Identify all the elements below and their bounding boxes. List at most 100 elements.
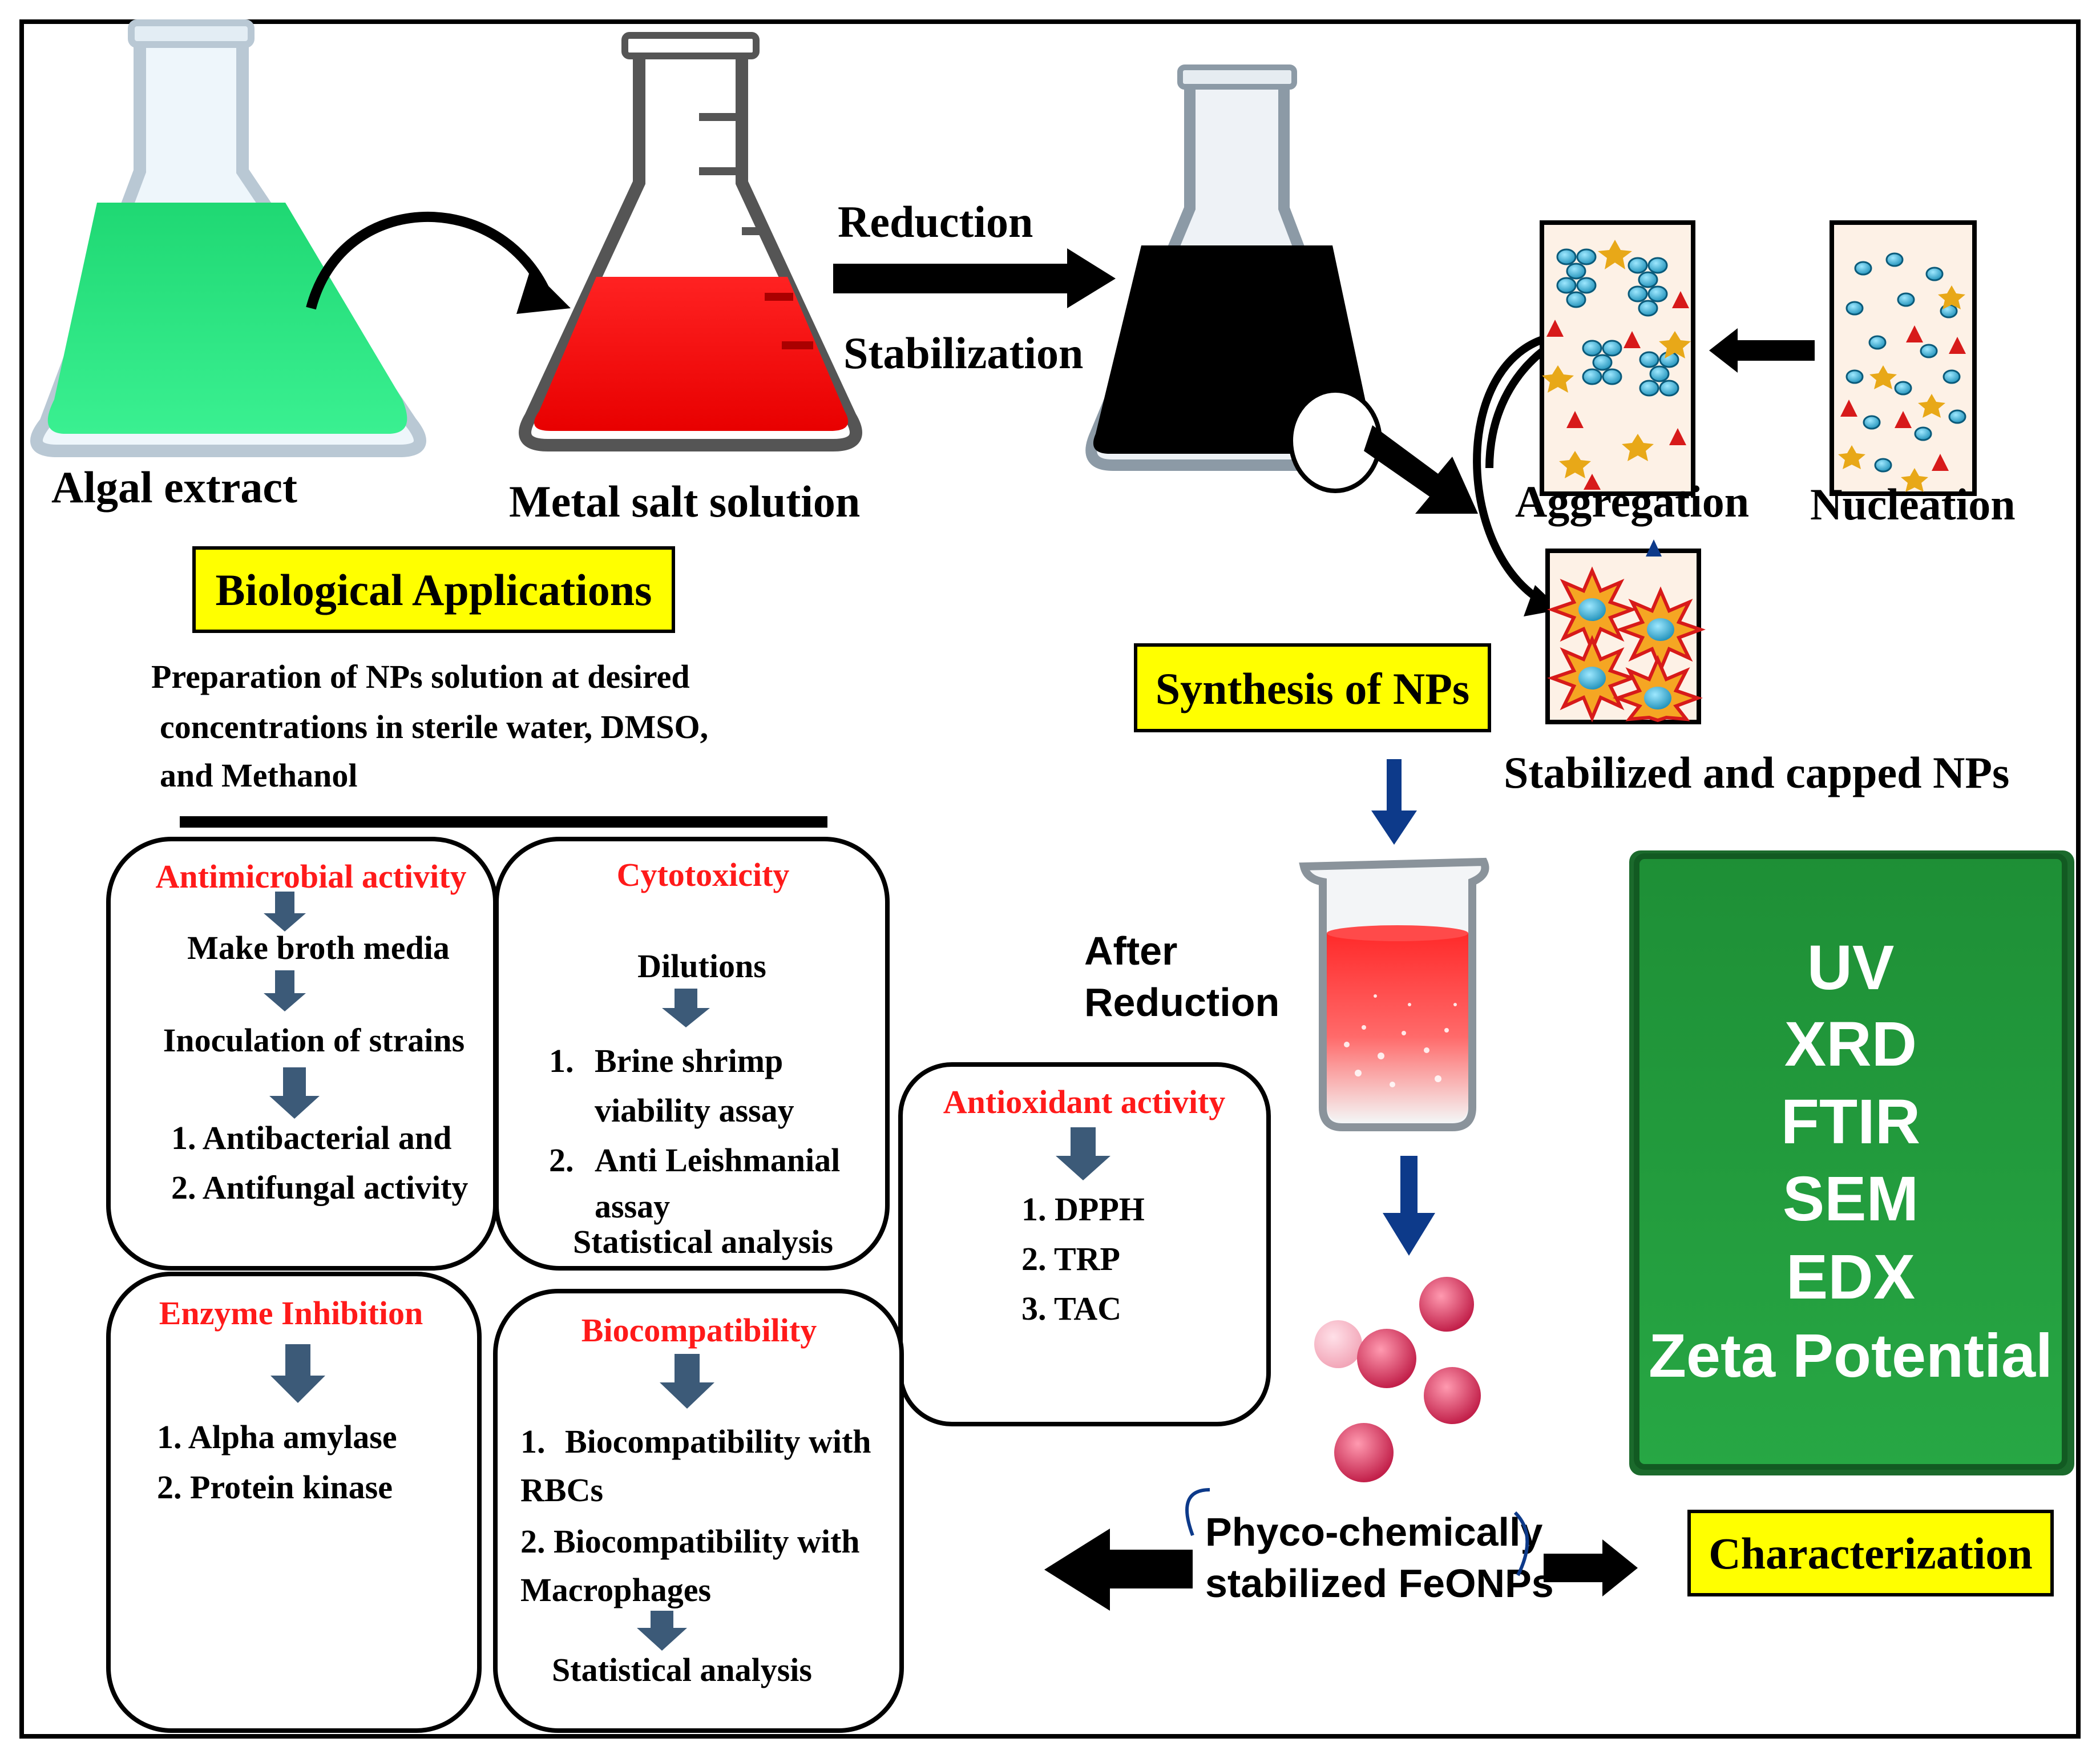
metal-salt-label: Metal salt solution: [509, 477, 860, 526]
cytotoxicity-step-3b: assay: [595, 1188, 670, 1225]
nucleation-arrowhead-icon: [1709, 328, 1738, 373]
cytotoxicity-step-3a: Anti Leishmanial: [595, 1142, 840, 1179]
cytotoxicity-step-4: Statistical analysis: [573, 1223, 833, 1260]
antimicrobial-step-2: Inoculation of strains: [163, 1022, 465, 1059]
down-arrow-shaft-1: [1387, 759, 1402, 816]
antioxidant-title: Antioxidant activity: [943, 1083, 1226, 1120]
techniques-list: UV XRD FTIR SEM EDX Zeta Potential: [1649, 933, 2053, 1390]
preparation-line-1: Preparation of NPs solution at desired: [151, 658, 690, 695]
stabilization-label: Stabilization: [843, 328, 1083, 378]
cytotoxicity-step-2a: Brine shrimp: [595, 1042, 783, 1079]
right-arrowhead-icon: [1602, 1539, 1638, 1596]
beaker-bubbles-icon: [1344, 994, 1457, 1087]
right-arrow-shaft: [1544, 1554, 1606, 1582]
synthesis-label: Synthesis of NPs: [1156, 664, 1469, 713]
biocompatibility-num-1: 1.: [520, 1423, 546, 1460]
biological-applications-label: Biological Applications: [216, 565, 652, 615]
antioxidant-step-2: 2. TRP: [1021, 1240, 1120, 1277]
biological-applications-box: [192, 546, 675, 633]
aggregate-cluster-icon: [1556, 248, 1679, 397]
nucleation-panel: [1830, 220, 1977, 496]
nucleation-stars-icon: [1838, 285, 1965, 492]
biocompatibility-step-2a: 2. Biocompatibility with: [520, 1523, 860, 1560]
beaker-icon: [1299, 857, 1489, 1131]
down-arrowhead-1-icon: [1371, 811, 1417, 845]
antimicrobial-title: Antimicrobial activity: [155, 858, 466, 895]
characterization-label: Characterization: [1709, 1529, 2032, 1578]
cytotoxicity-title: Cytotoxicity: [617, 856, 790, 893]
reduction-label: Reduction: [838, 197, 1033, 247]
phyco-curve-left: [1185, 1488, 1210, 1537]
reduction-arrow-shaft: [833, 264, 1073, 293]
branch-arrow-icon: [1473, 333, 1553, 609]
aggregation-panel: [1540, 220, 1695, 496]
capped-np-icon: [1547, 566, 1706, 723]
antimicrobial-step-4: 2. Antifungal activity: [171, 1169, 468, 1206]
technique-uv: UV: [1807, 933, 1895, 1003]
down-arrowhead-2-icon: [1383, 1213, 1435, 1256]
synthesis-box: [1134, 643, 1491, 732]
zoom-arrow-icon: [1364, 425, 1478, 514]
antimicrobial-step-3: 1. Antibacterial and: [171, 1119, 451, 1156]
biocompatibility-step-1b: RBCs: [520, 1471, 603, 1509]
antioxidant-box: [898, 1062, 1271, 1426]
antimicrobial-step-1: Make broth media: [187, 929, 450, 966]
transfer-arrow-icon: [306, 211, 553, 310]
aggregation-label: Aggregation: [1515, 477, 1749, 526]
zoom-circle-icon: [1289, 388, 1382, 493]
biocompatibility-box: [493, 1289, 904, 1733]
techniques-panel: [1634, 853, 2067, 1470]
enzyme-step-1: 1. Alpha amylase: [157, 1418, 397, 1455]
characterization-box: [1687, 1510, 2054, 1596]
left-arrowhead-icon: [1044, 1529, 1110, 1611]
cytotoxicity-box: [494, 837, 890, 1271]
small-down-arrow-icon: [1646, 539, 1662, 557]
reduction-arrowhead-icon: [1067, 248, 1116, 308]
technique-edx: EDX: [1786, 1242, 1915, 1312]
reduction-after-label: Reduction: [1084, 980, 1279, 1025]
divider-bar: [180, 816, 827, 828]
phyco-curve-right: [1513, 1511, 1529, 1576]
aggregation-triangles-icon: [1546, 291, 1689, 490]
technique-zeta: Zeta Potential: [1649, 1321, 2053, 1390]
biocompatibility-step-1a: Biocompatibility with: [565, 1423, 871, 1460]
nucleation-arrow-shaft: [1735, 340, 1815, 361]
after-label: After: [1084, 929, 1177, 973]
enzyme-arrow-icon: [270, 1344, 325, 1403]
nucleus-particles-icon: [1845, 252, 1966, 473]
phyco-label-2: stabilized FeONPs: [1205, 1561, 1554, 1606]
algal-extract-label: Algal extract: [51, 462, 297, 512]
cytotoxicity-num-1: 1.: [549, 1042, 574, 1079]
cytotoxicity-num-2: 2.: [549, 1142, 574, 1179]
antimicrobial-arrows-icon: [264, 892, 320, 1119]
nucleation-triangles-icon: [1840, 325, 1966, 471]
down-arrow-shaft-2: [1400, 1156, 1418, 1219]
biocompatibility-title: Biocompatibility: [581, 1312, 817, 1349]
stabilized-capped-label: Stabilized and capped NPs: [1504, 748, 2009, 797]
enzyme-step-2: 2. Protein kinase: [157, 1469, 393, 1506]
stabilized-panel: [1545, 539, 1706, 724]
enzyme-box: [106, 1272, 482, 1733]
biocompatibility-arrows-icon: [637, 1354, 714, 1651]
antioxidant-step-1: 1. DPPH: [1021, 1191, 1145, 1228]
biocompatibility-step-2b: Macrophages: [520, 1571, 711, 1608]
technique-sem: SEM: [1783, 1164, 1919, 1234]
biocompatibility-step-3: Statistical analysis: [552, 1651, 812, 1688]
metal-salt-flask-icon: [519, 32, 862, 451]
nucleation-label: Nucleation: [1810, 479, 2016, 529]
antioxidant-step-3: 3. TAC: [1021, 1290, 1121, 1327]
transfer-arrowhead-icon: [516, 268, 571, 314]
preparation-line-2: concentrations in sterile water, DMSO,: [160, 708, 708, 745]
preparation-line-3: and Methanol: [160, 757, 357, 794]
aggregation-stars-icon: [1542, 240, 1691, 478]
technique-xrd: XRD: [1784, 1009, 1917, 1079]
enzyme-title: Enzyme Inhibition: [159, 1295, 423, 1332]
left-arrow-shaft: [1107, 1550, 1193, 1588]
cytotoxicity-step-2b: viability assay: [595, 1092, 794, 1129]
antioxidant-arrow-icon: [1056, 1127, 1110, 1180]
nanoparticles-icon: [1314, 1277, 1481, 1482]
cytotoxicity-step-1: Dilutions: [637, 947, 766, 985]
technique-ftir: FTIR: [1781, 1087, 1920, 1157]
